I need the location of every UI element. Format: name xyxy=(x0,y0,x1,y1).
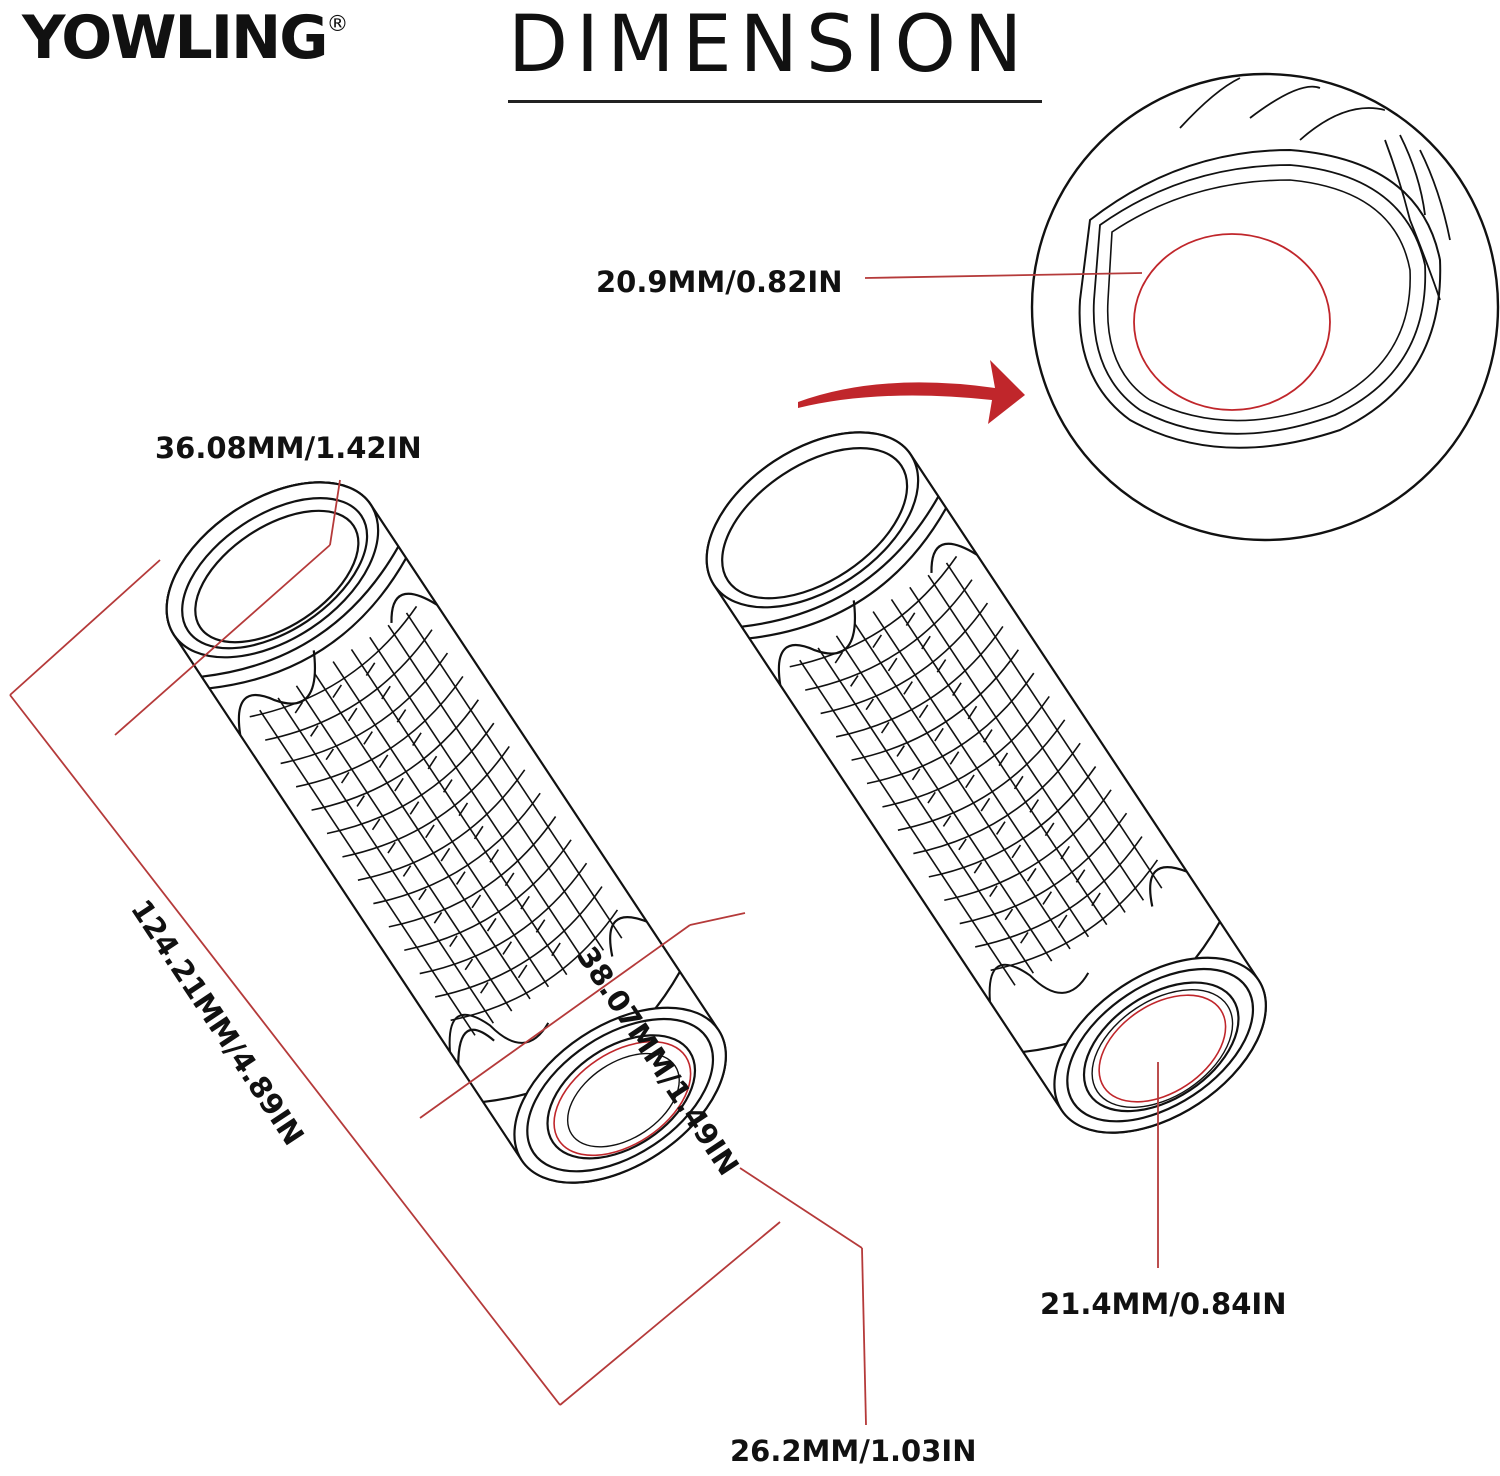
grip-texture-line xyxy=(249,605,418,718)
grip-texture-line xyxy=(817,647,1035,974)
grip-texture-line xyxy=(913,742,1081,855)
grip-texture-line xyxy=(989,845,1070,897)
grip-texture-line xyxy=(404,839,572,952)
grip-texture-line xyxy=(277,697,495,1024)
grip-texture-line xyxy=(295,685,513,1012)
brand-logo: YOWLING® xyxy=(22,8,349,68)
grip-texture-line xyxy=(990,859,1159,972)
grip-texture-line xyxy=(402,825,484,877)
grip-texture-line xyxy=(942,775,1024,827)
grip-texture-line xyxy=(834,612,916,664)
page-title: DIMENSION xyxy=(508,0,1031,90)
right-grip xyxy=(705,431,1267,1134)
grip-texture-line xyxy=(799,659,1016,986)
grip-texture-line xyxy=(789,555,958,668)
grip-texture-line xyxy=(897,719,1066,831)
grip-texture-line xyxy=(357,769,526,881)
grip-texture-line xyxy=(896,705,978,757)
grip-texture-line xyxy=(388,816,557,928)
grip-texture-line xyxy=(310,685,391,737)
dimension-lines xyxy=(9,272,1159,1426)
grip-texture-line xyxy=(350,648,568,976)
grip-texture-line xyxy=(294,662,376,714)
grip-texture-line xyxy=(866,672,1035,785)
grip-texture-line xyxy=(911,729,993,781)
grip-texture-line xyxy=(450,909,619,1022)
grip-texture-line xyxy=(342,746,510,858)
grip-texture-line xyxy=(340,732,422,784)
grip-texture-line xyxy=(927,574,1145,901)
grip-texture-line xyxy=(405,612,623,939)
grip-texture-line xyxy=(945,562,1163,889)
grip-texture-line xyxy=(325,709,407,761)
grip-texture-line xyxy=(280,652,449,765)
grip-texture-line xyxy=(464,919,546,971)
grip-texture-line xyxy=(332,661,550,988)
grip-texture-line xyxy=(805,579,973,691)
grip-texture-line xyxy=(820,602,989,715)
registered-mark: ® xyxy=(326,12,349,37)
grip-texture-line xyxy=(371,779,453,831)
label-outer-end-diameter: 36.08MM/1.42IN xyxy=(155,431,422,465)
grip-texture-line xyxy=(835,635,1053,962)
grip-texture-line xyxy=(850,635,931,687)
grip-texture-line xyxy=(927,752,1009,804)
label-inner-diameter-open-end: 26.2MM/1.03IN xyxy=(730,1434,977,1468)
grip-texture-line xyxy=(369,636,586,963)
grip-texture-line xyxy=(975,836,1143,948)
grip-texture-line xyxy=(944,789,1112,902)
left-grip xyxy=(165,481,727,1184)
grip-texture-line xyxy=(890,598,1108,926)
grip-texture-line xyxy=(835,625,1004,738)
grip-texture-line xyxy=(882,696,1050,808)
grip-texture-line xyxy=(419,862,588,975)
grip-texture-line xyxy=(295,675,464,788)
zoom-detail xyxy=(1030,72,1500,542)
grip-texture-line xyxy=(435,886,603,998)
label-inner-diameter-right-grip: 21.4MM/0.84IN xyxy=(1040,1287,1287,1321)
grip-texture-line xyxy=(854,623,1071,950)
grip-texture-line xyxy=(851,649,1019,761)
grip-texture-line xyxy=(959,812,1128,925)
grip-texture-line xyxy=(326,722,495,835)
grip-texture-line xyxy=(311,699,479,811)
title-underline xyxy=(508,100,1042,103)
grip-texture-line xyxy=(1004,869,1086,921)
grip-texture-line xyxy=(1020,892,1101,944)
label-inner-diameter-closed-end: 20.9MM/0.82IN xyxy=(596,265,843,299)
grip-texture-line xyxy=(387,802,469,854)
grip-texture-line xyxy=(373,792,541,905)
grip-texture-line xyxy=(265,629,433,741)
grip-texture-line xyxy=(480,942,561,994)
grip-texture-line xyxy=(909,586,1126,913)
grip-texture-line xyxy=(928,766,1097,878)
zoom-arrow xyxy=(798,360,1025,424)
grip-texture-line xyxy=(880,682,962,734)
grip-texture-line xyxy=(872,611,1090,938)
grip-texture-line xyxy=(865,659,947,711)
grip-texture-line xyxy=(356,755,438,807)
grip-texture-line xyxy=(973,822,1055,874)
grip-texture-line xyxy=(958,799,1040,851)
grip-texture-line xyxy=(314,673,531,1000)
grip-texture-line xyxy=(449,895,530,947)
brand-name: YOWLING xyxy=(22,3,329,73)
grip-texture-line xyxy=(387,624,605,951)
grip-texture-line xyxy=(418,849,500,901)
grip-texture-line xyxy=(259,709,476,1036)
grip-texture-line xyxy=(433,872,515,924)
